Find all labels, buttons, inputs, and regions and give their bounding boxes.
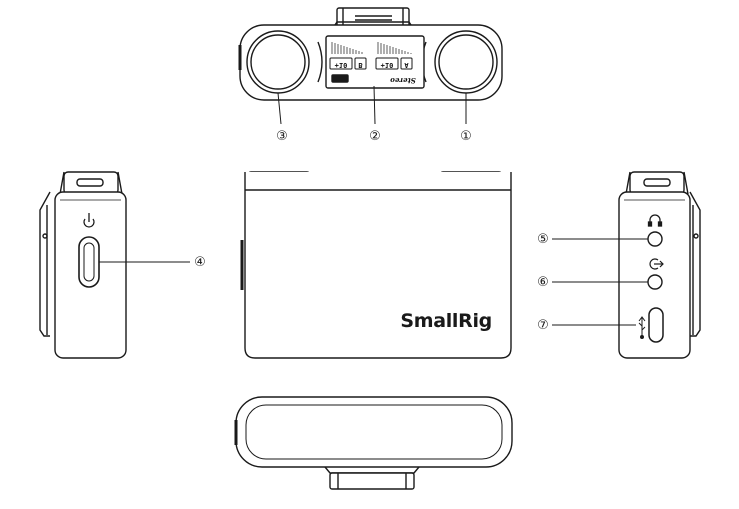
power-button[interactable] [78,236,100,288]
callout-1: ① [460,129,472,144]
audio-output-icon [649,258,664,270]
top-callout-leaders [277,85,467,125]
lcd-text: +10 B +10 A Stereo [335,61,416,85]
callout-2: ② [369,129,381,144]
right-side-view [618,171,701,359]
right-callouts: ⑤ ⑥ ⑦ [537,232,648,333]
callout-7: ⑦ [537,318,549,333]
headphone-icon [647,214,663,227]
level-meter-b [331,42,363,54]
lcd-channel-b: B [358,61,362,69]
left-callout: ④ [99,255,206,270]
svg-text:②: ② [369,129,381,144]
left-wheel [63,171,119,195]
headphone-jack[interactable] [647,231,663,247]
front-view [240,171,512,359]
usb-port[interactable] [648,307,664,343]
svg-text:⑥: ⑥ [537,275,549,290]
svg-text:④: ④ [194,255,206,270]
left-clip [39,191,51,337]
callout-6: ⑥ [537,275,549,290]
left-side-view [39,171,127,359]
top-callouts: ③ ② ① [276,129,472,144]
bottom-body [235,396,513,468]
usb-icon [638,316,646,339]
lcd-channel-a: A [404,61,409,69]
bottom-view [234,396,513,490]
power-icon [83,213,95,228]
svg-text:⑤: ⑤ [537,232,549,247]
top-clip [332,7,414,29]
lcd-gain-b: +10 [335,61,348,69]
lcd-mode: Stereo [390,76,416,85]
right-clip [689,191,701,337]
level-meter-a [377,42,412,54]
battery-icon [331,74,349,83]
callout-4: ④ [194,255,206,270]
brand-logo: SmallRig [400,310,492,332]
callout-5: ⑤ [537,232,549,247]
top-view [238,7,503,101]
lcd-screen [325,35,425,89]
svg-text:①: ① [460,129,472,144]
front-body [244,172,512,359]
lcd-gain-a: +10 [381,61,394,69]
audio-output-jack[interactable] [647,274,663,290]
svg-text:⑦: ⑦ [537,318,549,333]
callout-3: ③ [276,129,288,144]
svg-text:③: ③ [276,129,288,144]
bottom-clip [324,466,420,490]
right-wheel [629,171,685,195]
